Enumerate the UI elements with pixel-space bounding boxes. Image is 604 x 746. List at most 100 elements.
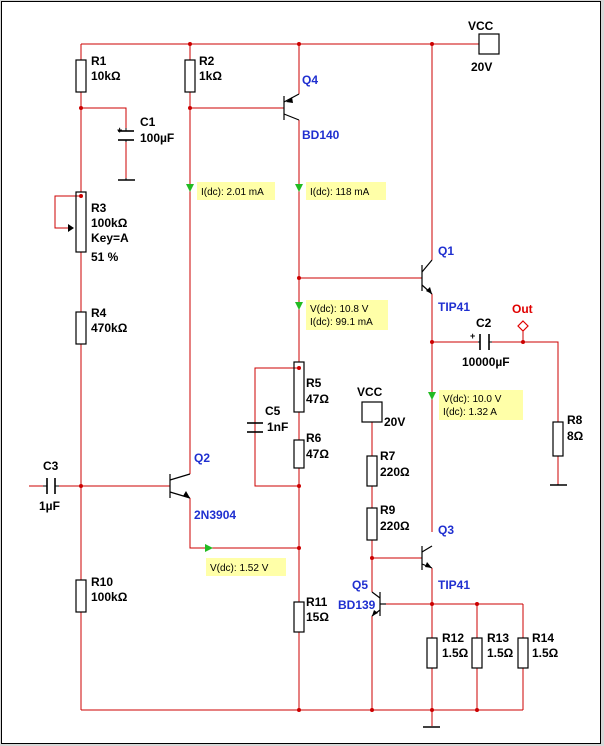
r5-name: R5 [306, 376, 322, 390]
r12-value: 1.5Ω [442, 646, 469, 660]
r4-name: R4 [91, 306, 107, 320]
wires [29, 43, 559, 726]
probe-arrow-icon [205, 544, 213, 552]
r8-value: 8Ω [567, 429, 584, 443]
q4-name: Q4 [302, 73, 318, 87]
resistor-r10[interactable] [75, 579, 87, 613]
q5-name: Q5 [352, 578, 368, 592]
resistor-bodies [75, 59, 564, 669]
r9-name: R9 [380, 503, 396, 517]
r10-value: 100kΩ [91, 590, 128, 604]
r6-name: R6 [306, 431, 322, 445]
probe-markers [186, 184, 436, 552]
resistor-r11[interactable] [293, 601, 305, 633]
probe-arrow-icon [186, 184, 194, 192]
probe-output-voltage: V(dc): 10.0 V [443, 394, 502, 405]
c1-name: C1 [140, 115, 156, 129]
r9-value: 220Ω [380, 519, 410, 533]
c3-name: C3 [43, 459, 59, 473]
c2-name: C2 [476, 316, 492, 330]
output-label: Out [512, 302, 533, 316]
r3-setting: 51 % [91, 250, 119, 264]
potentiometer-r3[interactable] [75, 191, 87, 253]
probe-q2-collector-voltage: V(dc): 1.52 V [210, 563, 269, 574]
c5-value: 1nF [267, 420, 288, 434]
q2-model: 2N3904 [194, 508, 236, 522]
resistor-r6[interactable] [293, 439, 305, 469]
r14-value: 1.5Ω [532, 646, 559, 660]
probe-q1-base-current: I(dc): 99.1 mA [310, 317, 373, 328]
probe-arrow-icon [428, 392, 436, 400]
r1-name: R1 [91, 54, 107, 68]
transistor-arrows [183, 97, 432, 616]
q1-model: TIP41 [438, 300, 470, 314]
r1-value: 10kΩ [91, 69, 121, 83]
q5-arrow-icon [372, 610, 378, 616]
vcc2-value: 20V [384, 415, 405, 429]
q3-arrow-icon [425, 562, 432, 568]
probe-q1-base-voltage: V(dc): 10.8 V [310, 304, 369, 315]
resistor-r1[interactable] [75, 59, 87, 93]
vcc2-label: VCC [357, 385, 383, 399]
vcc-source-box[interactable] [478, 33, 500, 55]
resistor-r4[interactable] [75, 311, 87, 345]
probe-r2-current: I(dc): 2.01 mA [201, 187, 264, 198]
r11-value: 15Ω [306, 610, 329, 624]
probe-boxes [197, 182, 523, 576]
r4-value: 470kΩ [91, 321, 128, 335]
r12-name: R12 [442, 631, 464, 645]
c2-value: 10000µF [462, 355, 510, 369]
q4-model: BD140 [302, 128, 340, 142]
transistor-symbols [169, 93, 433, 617]
r8-name: R8 [567, 413, 583, 427]
c5-name: C5 [265, 404, 281, 418]
r11-name: R11 [306, 595, 328, 609]
r3-key: Key=A [91, 231, 129, 245]
resistor-r9[interactable] [366, 507, 378, 541]
resistor-r14[interactable] [517, 637, 529, 669]
q2-arrow-icon [183, 491, 190, 498]
c1-value: 100µF [140, 131, 174, 145]
junction-dots [79, 42, 525, 712]
probe-arrow-icon [295, 184, 303, 192]
resistor-r8[interactable] [552, 421, 564, 457]
q5-model: BD139 [338, 598, 376, 612]
wire-links [43, 128, 492, 487]
r5-value: 47Ω [306, 392, 329, 406]
probe-output-current: I(dc): 1.32 A [443, 407, 497, 418]
resistor-r13[interactable] [471, 637, 483, 669]
r3-name: R3 [91, 201, 107, 215]
polarity-plus-icon: + [117, 125, 122, 135]
c3-value: 1µF [39, 499, 60, 513]
r13-value: 1.5Ω [487, 646, 514, 660]
r7-value: 220Ω [380, 465, 410, 479]
q4-arrow-icon [286, 97, 293, 103]
resistor-r5[interactable] [293, 361, 305, 413]
resistor-r12[interactable] [426, 637, 438, 669]
resistor-r7[interactable] [366, 455, 378, 487]
r7-name: R7 [380, 449, 396, 463]
q1-name: Q1 [438, 244, 454, 258]
output-terminal-icon[interactable] [517, 320, 529, 332]
vcc2-source-box[interactable] [361, 401, 383, 423]
r6-value: 47Ω [306, 447, 329, 461]
q3-model: TIP41 [438, 578, 470, 592]
potentiometer-wiper-icon [68, 224, 74, 232]
probe-q4-current: I(dc): 118 mA [310, 187, 370, 198]
q3-name: Q3 [438, 523, 454, 537]
r2-value: 1kΩ [199, 69, 222, 83]
q2-name: Q2 [194, 451, 210, 465]
polarity-plus-icon: + [470, 331, 475, 341]
r3-value: 100kΩ [91, 216, 128, 230]
r14-name: R14 [532, 631, 554, 645]
vcc-value: 20V [471, 60, 492, 74]
resistor-r2[interactable] [184, 59, 196, 93]
probe-arrow-icon [295, 302, 303, 310]
r10-name: R10 [91, 575, 113, 589]
vcc-label: VCC [468, 19, 494, 33]
r13-name: R13 [487, 631, 509, 645]
r2-name: R2 [199, 54, 215, 68]
